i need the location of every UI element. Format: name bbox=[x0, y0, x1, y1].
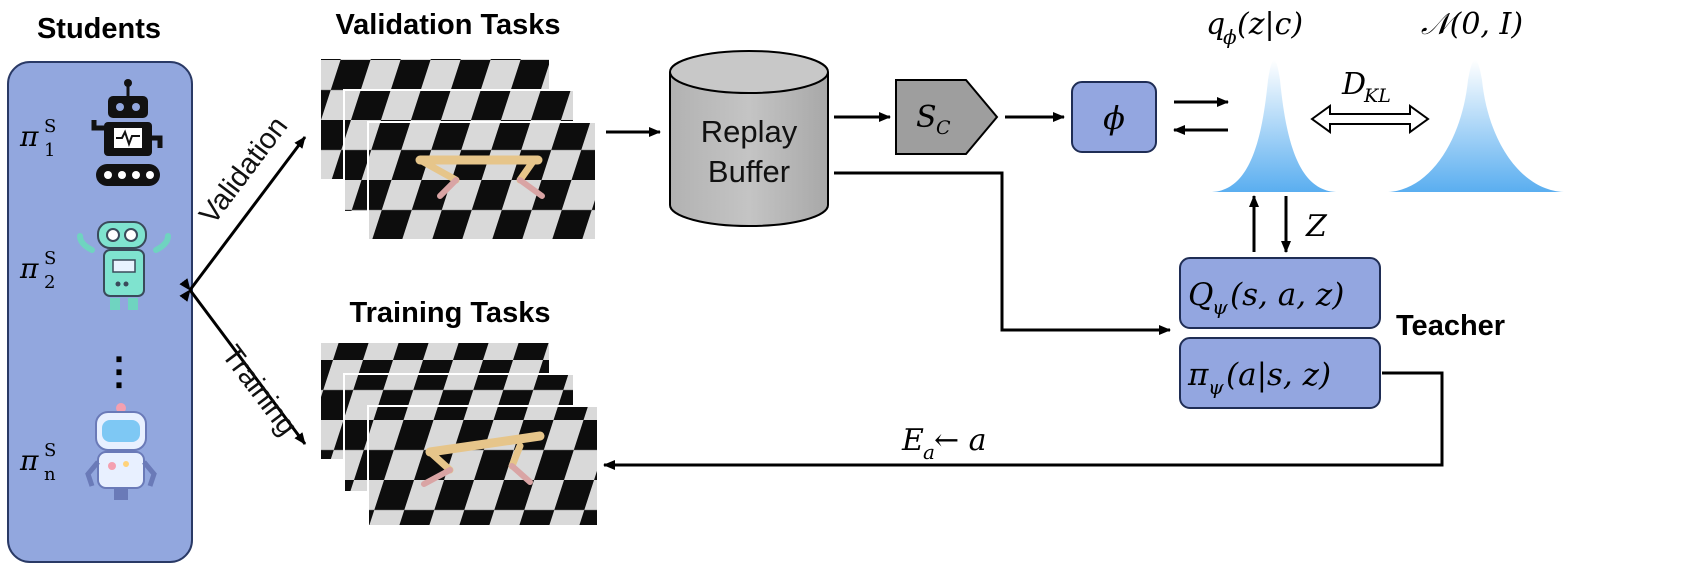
half-cheetah-figure bbox=[415, 155, 545, 199]
students-heading: Students bbox=[37, 13, 161, 45]
prior-gaussian bbox=[1388, 60, 1564, 192]
svg-text:(a|s, z): (a|s, z) bbox=[1226, 357, 1331, 393]
student-n: π S n bbox=[19, 403, 157, 500]
posterior-label: q ϕ (z|c) bbox=[1206, 7, 1303, 49]
student-1: π S 1 bbox=[19, 79, 163, 186]
posterior-gaussian bbox=[1212, 60, 1336, 192]
kl-double-arrow bbox=[1310, 104, 1430, 134]
mint-robot-icon bbox=[77, 221, 171, 310]
svg-text:D: D bbox=[1341, 67, 1366, 102]
encoder-box: ϕ bbox=[1071, 81, 1157, 153]
svg-text:1: 1 bbox=[44, 140, 55, 161]
svg-text:S: S bbox=[44, 440, 56, 461]
svg-text:π: π bbox=[19, 444, 39, 477]
latent-z-label: Z bbox=[1305, 209, 1328, 244]
svg-text:Q: Q bbox=[1188, 277, 1213, 313]
validation-task-stack bbox=[319, 57, 597, 241]
training-edge-label: Training bbox=[215, 340, 303, 442]
replay-buffer-label-line2: Buffer bbox=[708, 154, 790, 189]
half-cheetah-figure bbox=[421, 431, 545, 487]
svg-text:π: π bbox=[1187, 357, 1209, 393]
training-arrow bbox=[179, 278, 307, 445]
kl-divergence-label: D KL bbox=[1341, 67, 1391, 107]
astronaut-robot-icon bbox=[85, 403, 157, 500]
svg-text:C: C bbox=[936, 117, 951, 139]
buffer-to-teacher-arrow bbox=[834, 171, 1171, 335]
replay-buffer-label-line1: Replay bbox=[701, 114, 798, 149]
training-tasks-heading: Training Tasks bbox=[350, 297, 551, 329]
svg-text:q: q bbox=[1206, 7, 1225, 42]
svg-text:π: π bbox=[19, 120, 39, 153]
prior-label: 𝒩(0, I) bbox=[1421, 7, 1523, 42]
svg-text:ψ: ψ bbox=[1208, 375, 1224, 399]
students-ellipsis: ⋮ bbox=[100, 351, 138, 393]
training-task-stack bbox=[319, 341, 599, 527]
validation-tasks-heading: Validation Tasks bbox=[335, 9, 560, 41]
teacher-policy-box: π ψ (a|s, z) bbox=[1179, 337, 1381, 409]
svg-text:n: n bbox=[44, 464, 56, 485]
svg-text:(s, a, z): (s, a, z) bbox=[1230, 277, 1344, 313]
svg-text:π: π bbox=[19, 252, 39, 285]
teacher-q-function-box: Q ψ (s, a, z) bbox=[1179, 257, 1381, 329]
svg-text:← a: ← a bbox=[934, 423, 987, 458]
context-sampler: S C bbox=[895, 79, 999, 155]
teacher-heading: Teacher bbox=[1396, 310, 1505, 342]
replay-buffer-cylinder: Replay Buffer bbox=[669, 50, 829, 227]
svg-text:ϕ: ϕ bbox=[1103, 99, 1125, 137]
svg-text:S: S bbox=[44, 116, 56, 137]
student-2: π S 2 bbox=[19, 221, 171, 310]
svg-text:ψ: ψ bbox=[1212, 295, 1228, 319]
svg-text:a: a bbox=[923, 440, 935, 464]
svg-text:S: S bbox=[916, 100, 937, 135]
svg-text:S: S bbox=[44, 248, 56, 269]
black-robot-icon bbox=[91, 79, 163, 186]
svg-text:E: E bbox=[901, 423, 924, 458]
validation-arrow bbox=[179, 136, 307, 302]
svg-text:ϕ: ϕ bbox=[1223, 25, 1237, 49]
feedback-label: E a ← a bbox=[901, 423, 987, 464]
policy-to-training-arrow bbox=[603, 371, 1444, 470]
svg-text:KL: KL bbox=[1363, 85, 1391, 107]
svg-text:(z|c): (z|c) bbox=[1237, 7, 1303, 42]
svg-text:2: 2 bbox=[44, 272, 55, 293]
